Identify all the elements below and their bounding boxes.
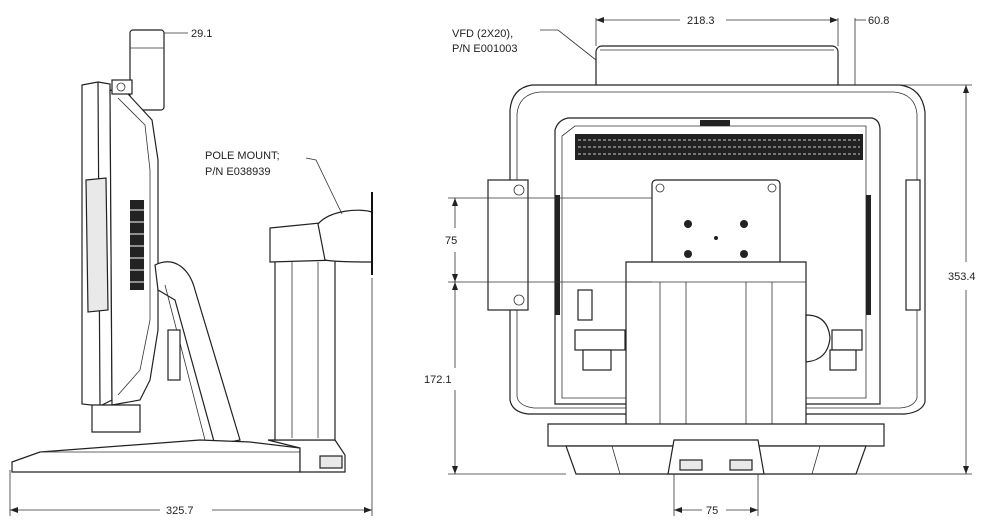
dim-foot-width-label: 75 [706, 505, 718, 517]
dim-foot-width: 75 [673, 474, 759, 517]
dim-vfd-offset-label: 60.8 [868, 15, 889, 27]
dim-vfd-width-label: 218.3 [687, 15, 715, 27]
rear-base [547, 423, 885, 475]
side-pole-mount [269, 192, 373, 441]
side-stand-arm [154, 261, 241, 446]
callout-vfd-line2: P/N E001003 [452, 43, 517, 55]
dim-height-to-vesa-label: 172.1 [424, 374, 452, 386]
callout-pole-mount-line2: P/N E038939 [205, 166, 270, 178]
dim-total-height: 353.4 [840, 84, 976, 475]
dim-vfd-depth-label: 29.1 [191, 28, 212, 40]
rear-vent-grille [575, 134, 863, 160]
side-base [11, 439, 301, 473]
dim-vesa-height: 75 [445, 197, 652, 283]
dim-total-height-label: 353.4 [948, 271, 976, 283]
side-view: 29.1 [9, 28, 373, 517]
side-vfd-unit [129, 29, 165, 111]
dim-side-total-depth-label: 325.7 [166, 505, 194, 517]
side-vents [130, 200, 144, 290]
dim-height-to-vesa: 172.1 [424, 282, 566, 475]
dim-vesa-height-label: 75 [445, 235, 457, 247]
callout-vfd-line1: VFD (2X20), [452, 28, 513, 40]
dim-side-total-depth: 325.7 [9, 278, 373, 517]
rear-view: 218.3 60.8 VFD (2X20), P/N E001003 [424, 15, 976, 517]
callout-pole-mount-line1: POLE MOUNT; [205, 150, 280, 162]
